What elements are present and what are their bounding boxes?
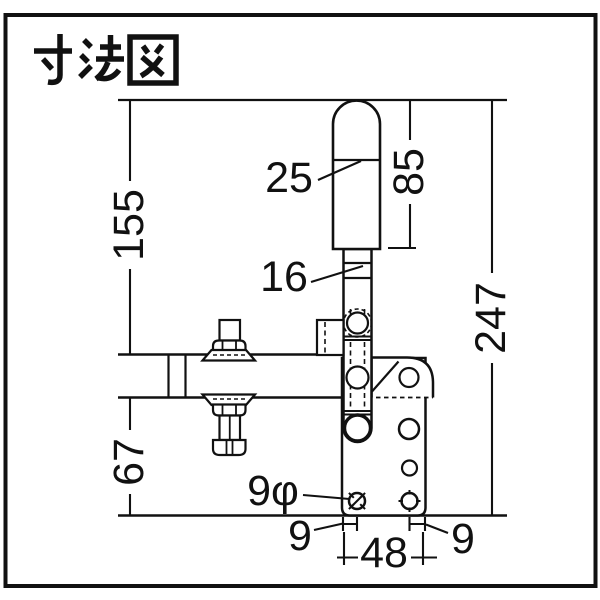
dim-label-hole-dia: 9φ [247,467,299,515]
middle-pivot-hole [345,365,370,390]
link-plate [368,356,435,399]
dim-label-handle-length: 85 [385,148,433,196]
clamp-arm [342,247,373,444]
link-pivot-hole [398,366,420,389]
dim-label-overall-height: 247 [467,282,515,354]
dim-9-left-ticks [341,517,359,531]
dim-label-shaft-width: 16 [260,253,308,301]
frame-border [3,13,598,588]
handle-knob [331,99,382,251]
arm-end-hole [342,413,373,443]
spindle-foot [211,438,247,457]
dim-label-edge-to-hole-right: 9 [451,515,475,563]
spindle-assembly [200,318,258,457]
upper-hex-nut [211,339,247,352]
side-bracket [315,318,345,357]
dim-label-handle-dia: 25 [265,154,313,202]
leader-16 [310,264,364,284]
leader-9dia [302,493,350,501]
leader-9-right [425,523,449,534]
toggle-clamp-outline [118,98,507,517]
leader-9-left [313,522,344,532]
dimension-labels: 155 67 85 247 25 16 9φ 9 48 9 [105,148,515,577]
dim-label-lower-height: 67 [105,438,153,486]
title-text: 寸法図 [100,25,250,81]
dim-label-upper-height: 155 [105,189,153,261]
dim-label-edge-to-hole-left: 9 [288,512,312,560]
upper-pivot-hole [345,311,370,335]
lower-hex-nut [211,403,247,417]
mounting-hole-right [398,490,421,512]
spindle-stud [218,318,242,342]
dimension-lines [128,100,494,565]
title-kanji-strokes [34,34,179,86]
base-plate-holes [347,417,421,512]
mounting-hole-left [347,491,367,511]
dim-label-hole-span: 48 [360,529,408,577]
dim-9-right-ticks [408,517,427,531]
leader-25 [317,160,362,181]
dim-48-ticks [337,532,437,565]
